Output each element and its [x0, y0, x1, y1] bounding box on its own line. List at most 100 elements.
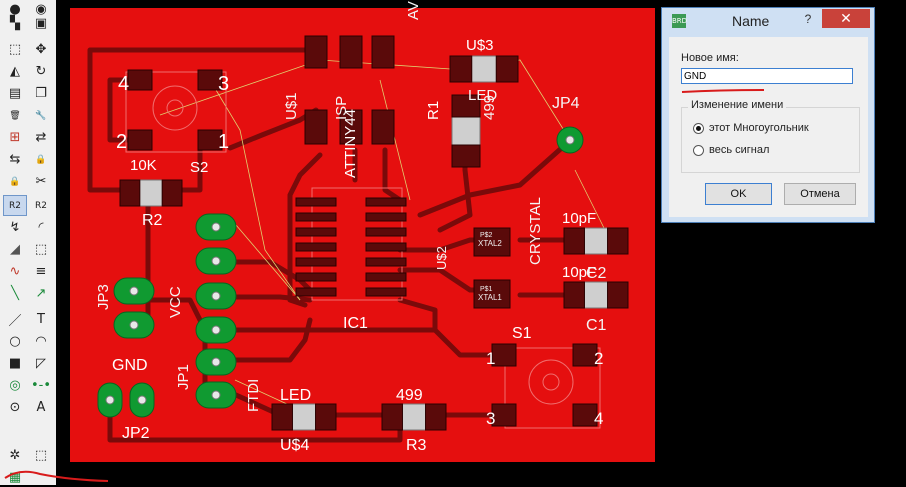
autoroute-icon[interactable]: ↗: [35, 286, 47, 301]
route-green-icon[interactable]: ╲: [11, 286, 19, 301]
c1-pad-2: [607, 281, 629, 309]
s2-pin-4-label: 4: [118, 73, 129, 95]
rect-icon[interactable]: ■: [8, 356, 22, 371]
ic1-pin-left-3: [295, 227, 337, 237]
r2-pad-2: [161, 179, 183, 207]
move-icon[interactable]: ✥: [35, 42, 47, 57]
lock-icon[interactable]: 🔒: [9, 176, 21, 187]
signal-icon[interactable]: •-•: [30, 378, 52, 393]
s2-name-label: S2: [190, 159, 208, 176]
circle-icon[interactable]: ○: [9, 334, 21, 349]
command-toolbar: ● ◉ ▚ ▣ ⬚ ✥ ◭ ↻ ▤ ❐ 🗑 🔧 ⊞ ⇄ ⇆ 🔒 🔒 ✂ R2 R2 ↯ ◜ ◢ ⬚ ∿ ≡ ╲ ↗ ／ T ○ ◠ ■ ◸ ◎ •-•…: [0, 0, 56, 485]
show-icon[interactable]: ◉: [35, 2, 47, 17]
option-signal-label[interactable]: весь сигнал: [709, 144, 770, 156]
jp3-label: JP3: [95, 284, 112, 310]
ftdi-pin-2-hole: [211, 256, 221, 266]
xtal2-pin-label: P$2: [480, 232, 493, 239]
miter-icon[interactable]: ≡: [35, 264, 47, 279]
ic1-value-label: ATTINY44: [342, 109, 359, 178]
r1-pad-1: [451, 94, 481, 118]
wire-icon[interactable]: ／: [8, 314, 22, 329]
ic1-pin-left-1: [295, 197, 337, 207]
ok-button[interactable]: OK: [705, 183, 772, 205]
change-wrench-icon[interactable]: 🔧: [35, 110, 47, 121]
r2-value-tool-icon[interactable]: R2: [35, 200, 47, 211]
dialog-client: Новое имя: Изменение имени этот Многоуго…: [669, 37, 868, 217]
u3-led-pad-1: [449, 55, 473, 83]
u4-name-label: U$4: [280, 437, 309, 454]
group-icon[interactable]: ▤: [8, 86, 22, 101]
ic1-pin-left-6: [295, 272, 337, 282]
layers-icon[interactable]: ▚: [10, 16, 20, 31]
ftdi-pin-3-hole: [211, 291, 221, 301]
lock-red-icon[interactable]: 🔒: [35, 154, 47, 165]
info-icon[interactable]: ●: [9, 2, 21, 17]
s2-pin-2-label: 2: [116, 131, 127, 153]
replace-icon[interactable]: ⇄: [35, 130, 47, 145]
dialog-title: Name: [732, 13, 770, 29]
hole-icon[interactable]: ⊙: [9, 400, 21, 415]
r3-name-label: R3: [406, 437, 427, 454]
s2-pin-1-label: 1: [218, 131, 229, 153]
swap-icon[interactable]: ⇆: [9, 152, 21, 167]
gnd-label: GND: [112, 357, 148, 374]
via-icon[interactable]: ◎: [9, 378, 21, 393]
attribute-icon[interactable]: A: [36, 400, 46, 415]
rotate-icon[interactable]: ↻: [35, 64, 47, 79]
jp2-pin-1-hole: [105, 395, 115, 405]
jp1-label: JP1: [175, 364, 192, 390]
ic1-pin-right-7: [365, 287, 407, 297]
r2-name-label: R2: [142, 212, 163, 229]
polygon-icon[interactable]: ◸: [36, 356, 46, 371]
ic1-pin-left-5: [295, 257, 337, 267]
s1-pin-3-label: 3: [486, 409, 495, 428]
u2-name-label: U$2: [434, 246, 449, 270]
s1-name-label: S1: [512, 325, 532, 342]
s2-pad-1: [197, 129, 223, 151]
radio-whole-signal[interactable]: [693, 145, 704, 156]
jp3-pin-1-hole: [129, 286, 139, 296]
xtal1-pin-label: P$1: [480, 286, 493, 293]
new-name-input[interactable]: [681, 68, 853, 84]
select-group-icon[interactable]: ⬚: [8, 42, 22, 57]
route-icon[interactable]: ⬚: [34, 242, 48, 257]
ripup-icon[interactable]: ↯: [9, 220, 21, 235]
option-polygon-label[interactable]: этот Многоугольник: [709, 122, 809, 134]
add-part-icon[interactable]: ⊞: [9, 130, 21, 145]
drc-icon[interactable]: ✲: [9, 448, 21, 463]
help-button[interactable]: ?: [804, 12, 812, 26]
s1-pad-3: [491, 403, 517, 427]
meander-icon[interactable]: ∿: [9, 264, 21, 279]
split-icon[interactable]: ✂: [35, 174, 47, 189]
r3-pad-1: [381, 403, 403, 431]
optimize-icon[interactable]: ◢: [10, 242, 20, 257]
ftdi-pin-6-hole: [211, 390, 221, 400]
arc-icon[interactable]: ◠: [35, 334, 47, 349]
cancel-button[interactable]: Отмена: [784, 183, 856, 205]
close-button[interactable]: ✕: [822, 9, 870, 28]
c1-value-label: 10pF: [562, 264, 596, 281]
s1-button-center: [542, 373, 560, 391]
ic1-pin-right-1: [365, 197, 407, 207]
c2-pad-2: [607, 227, 629, 255]
radio-this-polygon[interactable]: [693, 123, 704, 134]
u4-led-label: LED: [280, 387, 311, 404]
errors-icon[interactable]: ⬚: [34, 448, 48, 463]
mirror-icon[interactable]: ◭: [10, 64, 20, 79]
ic1-pin-right-5: [365, 257, 407, 267]
copy-icon[interactable]: ❐: [35, 86, 47, 101]
r3-value-label: 499: [396, 387, 423, 404]
s2-button-circle: [152, 85, 198, 131]
ftdi-pin-4-hole: [211, 325, 221, 335]
s1-pad-2: [572, 343, 598, 367]
text-icon[interactable]: T: [37, 312, 45, 327]
delete-icon[interactable]: 🗑: [9, 110, 21, 121]
s1-button-circle: [528, 359, 574, 405]
dialog-titlebar[interactable]: BRD Name ? ✕: [662, 8, 874, 36]
s1-pin-1-label: 1: [486, 349, 495, 368]
r2-name-tool-icon[interactable]: R2: [3, 195, 27, 216]
display-icon[interactable]: ▣: [34, 16, 48, 31]
ic1-pin-left-7: [295, 287, 337, 297]
corner-icon[interactable]: ◜: [38, 220, 44, 235]
